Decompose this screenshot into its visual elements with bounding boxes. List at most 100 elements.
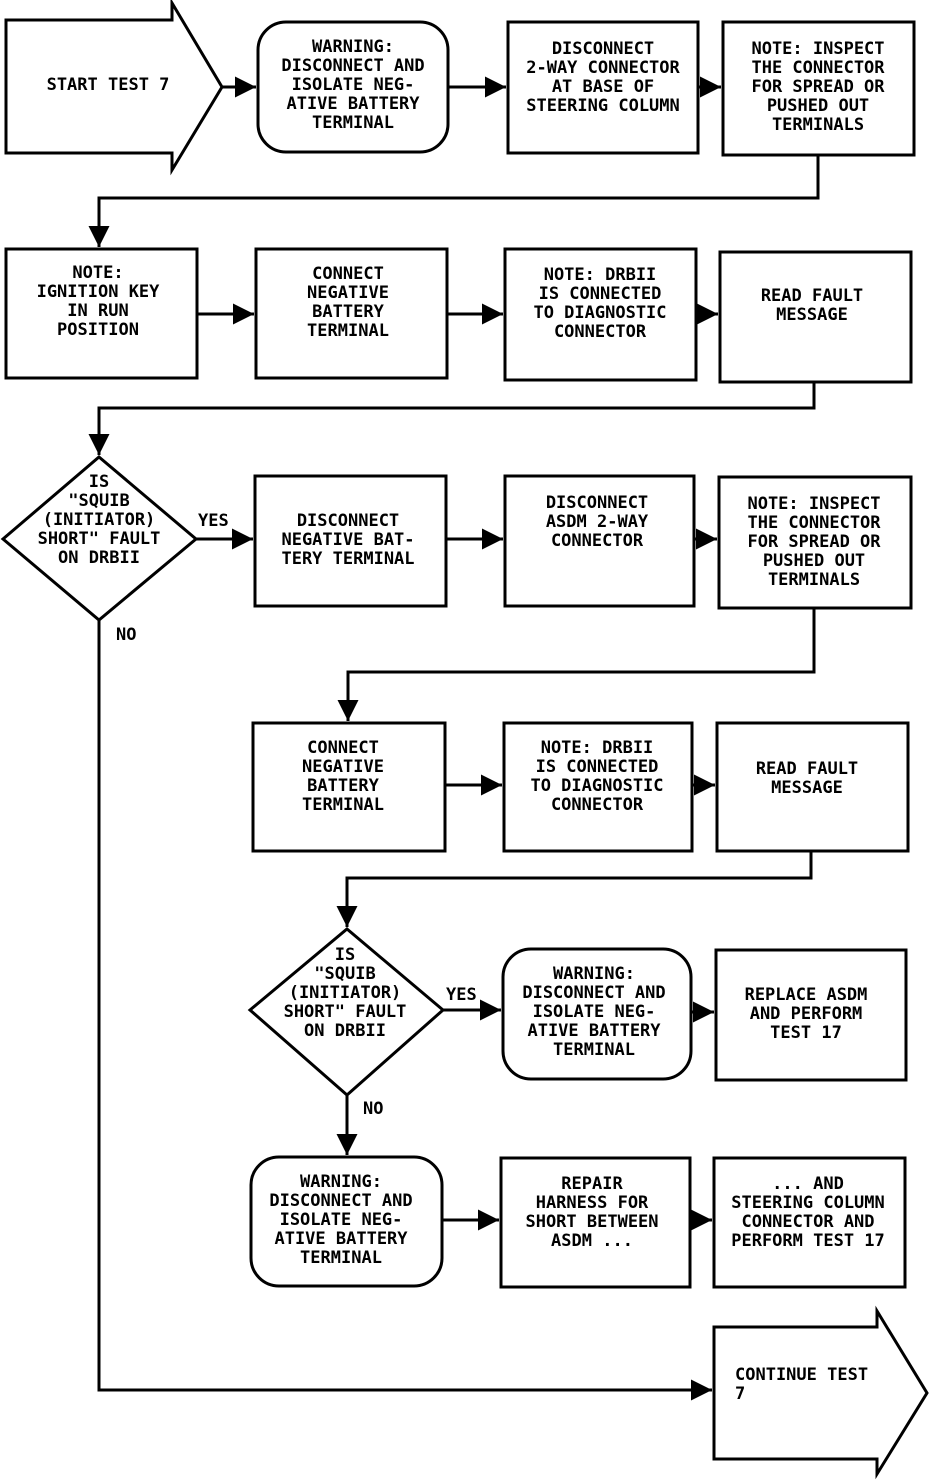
label-line: SHORT BETWEEN xyxy=(525,1212,658,1232)
label-line: BATTERY xyxy=(312,302,384,322)
label-line: ASDM ... xyxy=(551,1231,633,1251)
label-line: READ FAULT xyxy=(761,286,863,306)
label-line: THE CONNECTOR xyxy=(751,58,885,78)
connector xyxy=(88,382,816,455)
label-line: POSITION xyxy=(57,320,139,340)
label-line: CONNECTOR xyxy=(554,322,647,342)
label-line: TERMINAL xyxy=(553,1040,635,1060)
label-line: SHORT" FAULT xyxy=(38,529,161,549)
connector xyxy=(336,851,813,927)
label-line: IS CONNECTED xyxy=(536,757,659,777)
label-line: ISOLATE NEG- xyxy=(533,1002,656,1022)
label-line: PERFORM TEST 17 xyxy=(731,1231,885,1251)
label-line: REPAIR xyxy=(561,1174,623,1194)
decision-1-shape xyxy=(0,455,199,622)
label-line: SHORT" FAULT xyxy=(284,1002,407,1022)
label-line: WARNING: xyxy=(300,1172,382,1192)
label-line: "SQUIB xyxy=(314,964,375,984)
label-line: WARNING: xyxy=(312,37,394,57)
label-line: (INITIATOR) xyxy=(289,983,402,1003)
label-line: BATTERY xyxy=(307,776,379,796)
label-line: TERMINAL xyxy=(307,321,389,341)
label-line: ISOLATE NEG- xyxy=(292,75,415,95)
replace-asdm-shape xyxy=(714,948,908,1082)
label-line: CONNECT xyxy=(307,738,379,758)
read-fault-2-shape xyxy=(715,721,910,853)
label-line: DISCONNECT xyxy=(552,39,654,59)
label-line: IN RUN xyxy=(67,301,128,321)
connect-battery-2-shape xyxy=(251,721,447,853)
note-inspect-1-shape xyxy=(721,20,916,157)
label-line: IS xyxy=(89,472,109,492)
label-line: TERMINALS xyxy=(772,115,864,135)
label-line: REPLACE ASDM xyxy=(745,985,868,1005)
read-fault-1-shape xyxy=(718,250,913,384)
label-line: READ FAULT xyxy=(756,759,858,779)
label-line: NOTE: DRBII xyxy=(541,738,654,758)
label-line: ... AND xyxy=(772,1174,844,1194)
label-line: ON DRBII xyxy=(58,548,140,568)
label-line: TERMINAL xyxy=(312,113,394,133)
label-line: AND PERFORM xyxy=(750,1004,863,1024)
label-line: TERMINALS xyxy=(768,570,860,590)
label-line: FOR SPREAD OR xyxy=(747,532,881,552)
label-line: NOTE: INSPECT xyxy=(747,494,880,514)
connector xyxy=(88,155,820,247)
start-arrow-shape xyxy=(4,0,224,176)
label-line: TERY TERMINAL xyxy=(281,549,414,569)
label-line: DISCONNECT xyxy=(297,511,399,531)
yes-label-2: YES xyxy=(446,985,477,1005)
label-line: PUSHED OUT xyxy=(763,551,865,571)
label-line: HARNESS FOR xyxy=(536,1193,649,1213)
disconnect-battery-shape xyxy=(253,474,448,608)
warning-3-shape xyxy=(249,1155,444,1288)
label-line: CONNECTOR xyxy=(551,531,644,551)
no-label-2: NO xyxy=(363,1099,383,1119)
label-line: ON DRBII xyxy=(304,1021,386,1041)
connect-battery-1-shape xyxy=(254,247,449,380)
repair-harness-shape xyxy=(499,1156,692,1289)
label-line: FOR SPREAD OR xyxy=(751,77,885,97)
start-label: START TEST 7 xyxy=(47,75,170,95)
decision-2-shape xyxy=(247,927,446,1097)
note-drbii-1-shape xyxy=(503,247,698,382)
label-line: TERMINAL xyxy=(302,795,384,815)
label-line: DISCONNECT xyxy=(546,493,648,513)
label-line: ATIVE BATTERY xyxy=(527,1021,661,1041)
label-line: THE CONNECTOR xyxy=(747,513,881,533)
label-line: NOTE: DRBII xyxy=(544,265,657,285)
label-line: START TEST 7 xyxy=(47,75,170,95)
label-line: (INITIATOR) xyxy=(43,510,156,530)
branch-labels: YES NO YES NO xyxy=(116,511,477,1119)
note-inspect-2-shape xyxy=(717,475,913,610)
label-line: CONNECT xyxy=(312,264,384,284)
label-line: ATIVE BATTERY xyxy=(274,1229,408,1249)
label-line: NEGATIVE BAT- xyxy=(281,530,414,550)
label-line: STEERING COLUMN xyxy=(526,96,680,116)
no-label-1: NO xyxy=(116,625,136,645)
label-line: STEERING COLUMN xyxy=(731,1193,885,1213)
label-line: NEGATIVE xyxy=(302,757,384,777)
connector xyxy=(97,620,712,1401)
continue-arrow-shape xyxy=(712,1305,929,1480)
label-line: NOTE: INSPECT xyxy=(751,39,884,59)
